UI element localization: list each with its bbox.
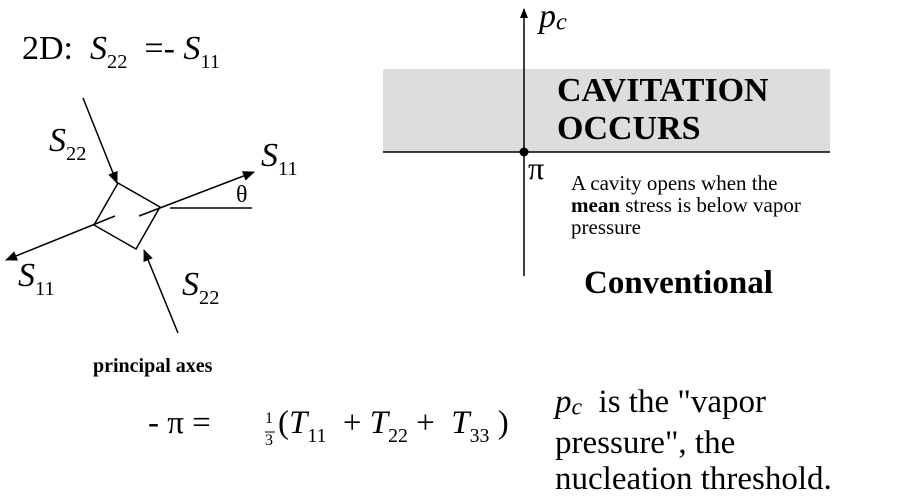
region-label-line1: CAVITATION	[557, 72, 769, 109]
equation-operator: =-	[144, 30, 175, 67]
fraction-numerator: 1	[265, 410, 273, 427]
label-s11-right-sub: 11	[278, 158, 298, 181]
cavity-note: A cavity opens when the mean stress is b…	[571, 172, 801, 238]
s22-arrow-top	[82, 97, 118, 184]
s22-arrow-bottom	[143, 249, 179, 334]
cavitation-region	[383, 69, 830, 152]
equation-prefix: 2D:	[22, 30, 73, 67]
formula-plus-2: +	[416, 405, 435, 441]
formula-t3: T	[451, 405, 470, 441]
footer-line3: nucleation threshold.	[555, 461, 832, 497]
label-s22-top: S22	[49, 122, 86, 166]
note-line3: pressure	[571, 215, 641, 239]
formula-t1-sub: 11	[307, 424, 327, 447]
label-s22-top-letter: S	[49, 122, 66, 159]
s11-arrow-left	[5, 215, 116, 261]
cavitation-axis-diagram	[383, 8, 830, 276]
footer-line1: pc is the "vapor	[555, 384, 832, 425]
region-label-line2: OCCURS	[557, 110, 701, 147]
formula-t2-sub: 22	[388, 424, 408, 447]
formula-open-paren: (	[278, 405, 289, 441]
label-s11-left-letter: S	[18, 257, 35, 294]
formula-t1: T	[289, 405, 308, 441]
label-s11-right-letter: S	[261, 137, 278, 174]
conventional-label: Conventional	[584, 265, 773, 301]
principal-axes-caption: principal axes	[93, 355, 213, 377]
equation-lhs-letter: S	[90, 30, 107, 67]
label-s11-right: S11	[261, 137, 298, 181]
equation-rhs-letter: S	[183, 30, 201, 67]
vapor-pressure-footer: pc is the "vapor pressure", the nucleati…	[555, 384, 832, 497]
footer-p: p	[555, 384, 572, 420]
pi-label: π	[528, 150, 545, 186]
footer-line1-rest: is the "vapor	[582, 384, 766, 420]
note-line2-rest: stress is below vapor	[620, 193, 801, 217]
note-line2: mean stress is below vapor	[571, 194, 801, 216]
note-bold-mean: mean	[571, 193, 620, 217]
formula-close-paren: )	[497, 405, 509, 441]
formula-t2: T	[369, 405, 389, 441]
material-element-square	[92, 181, 162, 251]
formula-plus-1: +	[342, 405, 362, 441]
pc-axis-label-c: c	[556, 8, 567, 36]
equation-lhs-sub: 22	[107, 51, 128, 74]
label-s22-bottom: S22	[182, 266, 219, 310]
equation-2d: 2D: S22 =- S11	[22, 30, 220, 74]
mean-stress-formula: - π =	[148, 405, 211, 442]
label-s11-left-sub: 11	[35, 278, 55, 301]
fraction-denominator: 3	[265, 432, 273, 449]
s11-arrow-right	[138, 171, 255, 217]
equation-rhs-sub: 11	[200, 51, 221, 74]
label-theta: θ	[236, 182, 248, 208]
origin-dot	[519, 147, 529, 157]
formula-t3-sub: 33	[469, 424, 490, 447]
footer-c: c	[571, 394, 583, 421]
label-s22-bottom-sub: 22	[199, 287, 220, 310]
cavitation-region-label: CAVITATION OCCURS	[557, 72, 769, 148]
note-line1: A cavity opens when the	[571, 171, 778, 195]
label-s22-bottom-letter: S	[182, 266, 199, 303]
pc-axis-label: pc	[539, 0, 567, 36]
label-s11-left: S11	[18, 257, 55, 301]
stress-element-diagram	[5, 97, 255, 334]
footer-line2: pressure", the	[555, 425, 736, 462]
formula-terms: (T11 + T22 + T33 )	[278, 405, 509, 448]
label-s22-top-sub: 22	[66, 143, 87, 166]
pc-axis-label-p: p	[539, 0, 556, 35]
formula-lhs: - π =	[148, 405, 211, 441]
